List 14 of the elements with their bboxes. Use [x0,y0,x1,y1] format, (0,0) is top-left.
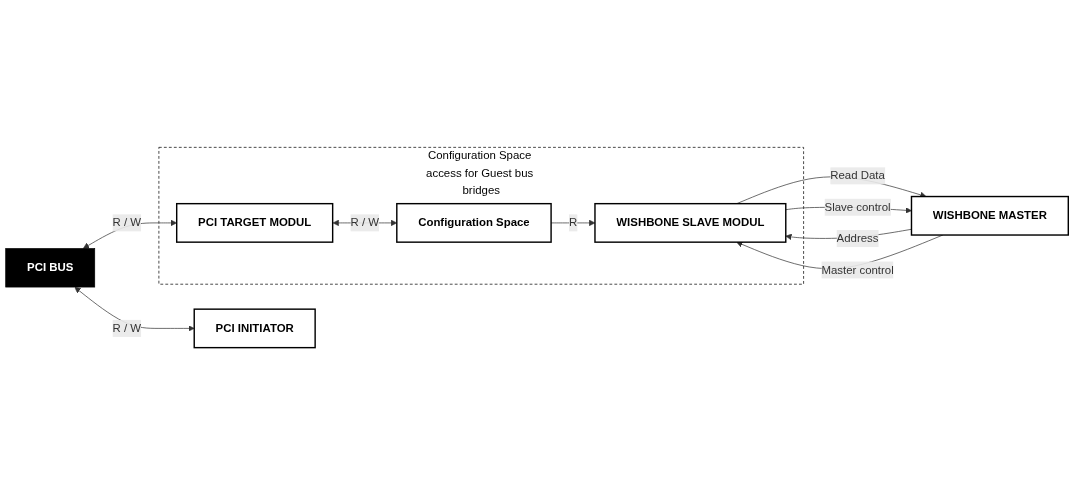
node-box: Configuration Space [396,202,552,243]
edge-label: Address [836,232,879,245]
edge-label: Master control [821,263,894,276]
edge-label: Read Data [830,169,885,182]
node-box: PCI INITIATOR [193,308,316,349]
edge-label: R [568,216,578,229]
edge-label: R / W [112,216,142,229]
node-box: WISHBONE MASTER [910,195,1069,236]
edge-label: R / W [112,321,142,335]
node-box: WISHBONE SLAVE MODUL [594,202,787,243]
node-box: PCI TARGET MODUL [176,202,334,243]
edge-label: R / W [350,216,379,229]
node-box: PCI BUS [5,248,96,288]
edge-label: Slave control [824,200,891,213]
